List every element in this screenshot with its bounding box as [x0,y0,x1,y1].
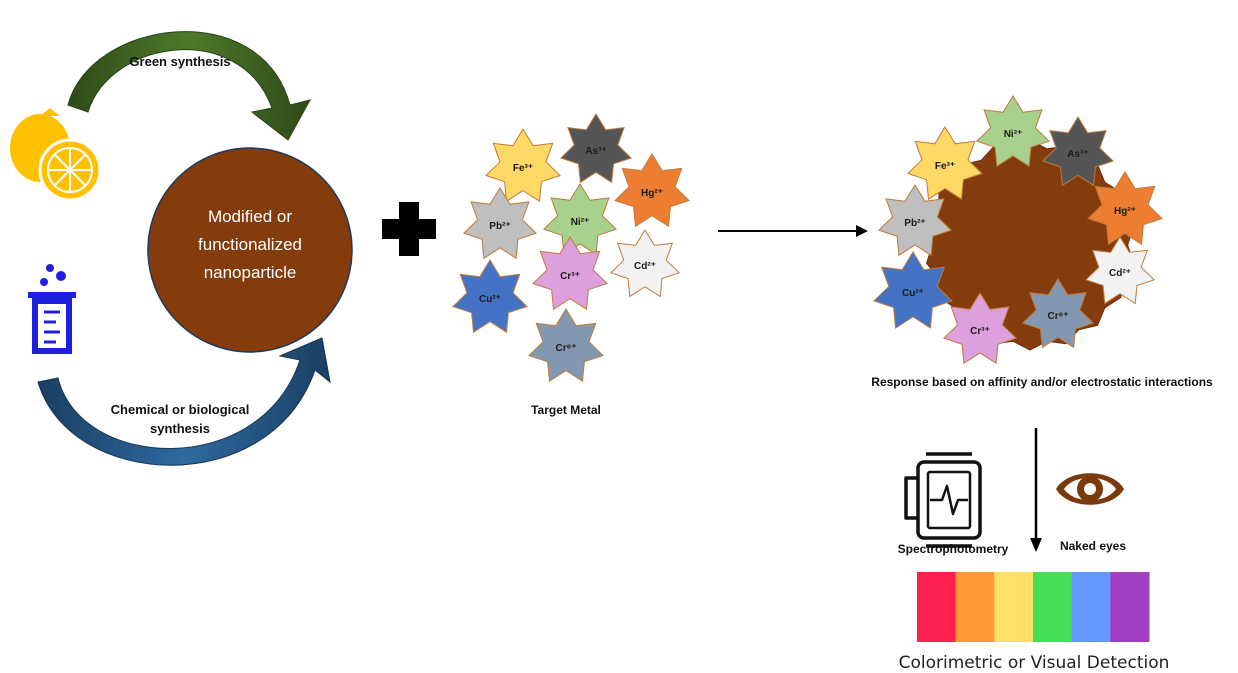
star-cr6 [528,308,604,383]
star-as [559,113,633,184]
spectrophotometry-label: Spectrophotometry [898,542,1009,556]
chemical-synthesis-arrow [37,337,331,466]
star-pb [462,187,538,260]
green-synthesis-label: Green synthesis [129,54,230,69]
bound-label-ni: Ni²⁺ [1004,129,1023,140]
label-ni: Ni²⁺ [571,217,590,228]
bound-star-pb [877,184,953,257]
spectrum-segment [1110,572,1150,642]
nanoparticle-circle [147,147,353,353]
label-pb: Pb²⁺ [489,221,510,232]
target-metal-label: Target Metal [531,403,601,417]
bound-star-cd [1084,236,1156,305]
star-cd [609,229,681,298]
bound-star-fe [907,126,983,201]
label-as: As³⁺ [585,146,606,157]
spectrophotometer-icon [904,452,982,548]
bound-label-fe: Fe³⁺ [935,161,955,172]
label-fe: Fe³⁺ [513,163,533,174]
spectrum-segment [1071,572,1111,642]
star-hg [614,153,690,228]
bound-star-cu [873,251,953,329]
colorimetric-detection-label: Colorimetric or Visual Detection [899,653,1170,673]
bound-label-as: As³⁺ [1067,149,1088,160]
nanoparticle-label-line2: functionalized [198,235,302,254]
lemon-icon [10,108,102,202]
green-synthesis-arrow [67,31,311,141]
response-cluster: Fe³⁺ Ni²⁺ As³⁺ Hg²⁺ Cd²⁺ Cr⁶⁺ Cr³⁺ Cu²⁺ … [873,95,1163,365]
label-cr6: Cr⁶⁺ [556,343,577,354]
bound-label-pb: Pb²⁺ [904,218,925,229]
process-arrow [718,225,868,237]
bound-label-cr3: Cr³⁺ [970,326,990,337]
beaker-icon [28,264,76,354]
bound-label-hg: Hg²⁺ [1114,206,1136,217]
spectrum-segment [955,572,995,642]
spectrum-segment [917,572,957,642]
star-ni [542,183,618,256]
bound-star-hg [1087,171,1163,246]
star-cu [452,259,528,334]
bound-star-ni [975,95,1051,168]
plus-icon [382,202,436,256]
nanoparticle-label-line1: Modified or [208,207,292,226]
label-cu: Cu²⁺ [479,294,501,305]
label-cr3: Cr³⁺ [560,271,580,282]
spectrum-segment [1033,572,1073,642]
label-hg: Hg²⁺ [641,188,663,199]
bound-star-cr3 [942,292,1018,365]
bound-star-as [1041,116,1115,187]
label-cd: Cd²⁺ [634,261,656,272]
target-metal-cluster: Fe³⁺ As³⁺ Hg²⁺ Pb²⁺ Ni²⁺ Cd²⁺ Cu²⁺ Cr³⁺ … [452,113,690,383]
spectrum-segment [994,572,1034,642]
bound-label-cr6: Cr⁶⁺ [1048,311,1069,322]
star-cr3 [532,236,608,311]
bound-star-cr6 [1021,278,1095,349]
eye-icon [1056,473,1124,505]
color-spectrum-bar [917,572,1150,642]
nanoparticle-label-line3: nanoparticle [204,263,297,282]
star-fe [485,128,561,203]
chemical-synthesis-label-line2: synthesis [150,421,210,436]
bound-label-cd: Cd²⁺ [1109,268,1131,279]
detection-arrow [1030,428,1042,552]
response-label: Response based on affinity and/or electr… [871,375,1213,389]
naked-eyes-label: Naked eyes [1060,539,1126,553]
bound-label-cu: Cu²⁺ [902,288,924,299]
chemical-synthesis-label-line1: Chemical or biological [111,402,250,417]
